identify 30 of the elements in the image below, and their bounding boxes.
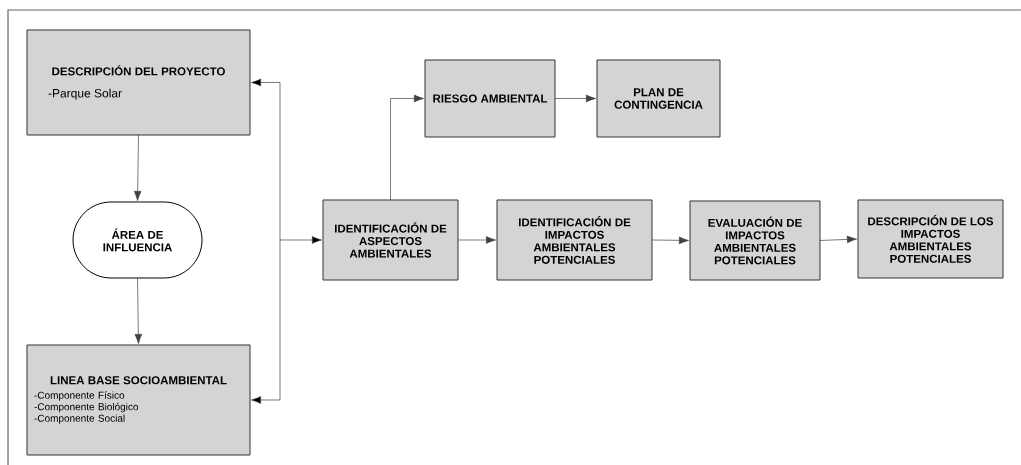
terminal-shape bbox=[72, 201, 203, 279]
arrow bbox=[133, 134, 142, 201]
list-item: -Componente Social bbox=[34, 414, 125, 424]
arrow bbox=[390, 94, 424, 201]
process-box bbox=[424, 59, 556, 138]
box-title: ÁREA DE INFLUENCIA bbox=[103, 228, 172, 252]
box-title: LINEA BASE SOCIOAMBIENTAL bbox=[50, 376, 227, 385]
box-title: DESCRIPCIÓN DE LOS IMPACTOS AMBIENTALES POTENCIALES bbox=[868, 215, 994, 263]
arrow bbox=[134, 277, 143, 344]
box-title: RIESGO AMBIENTAL bbox=[433, 94, 548, 103]
process-box bbox=[322, 199, 459, 281]
box-text: -Parque Solar bbox=[48, 88, 122, 100]
arrow bbox=[251, 78, 322, 404]
box-title: EVALUACIÓN DE IMPACTOS AMBIENTALES POTENCIALES bbox=[708, 216, 802, 265]
process-box bbox=[689, 200, 821, 281]
arrow bbox=[554, 94, 596, 103]
list-item: -Componente Físico bbox=[34, 391, 125, 401]
process-box bbox=[496, 199, 653, 281]
box-title: IDENTIFICACIÓN DE IMPACTOS AMBIENTALES POTENCIALES bbox=[519, 216, 631, 264]
arrow bbox=[651, 236, 689, 245]
process-box bbox=[857, 199, 1004, 279]
box-title: IDENTIFICACIÓN DE ASPECTOS AMBIENTALES bbox=[335, 222, 447, 258]
arrow bbox=[457, 236, 496, 244]
arrow bbox=[819, 235, 857, 244]
process-box bbox=[596, 59, 721, 138]
box-title: PLAN DE CONTINGENCIA bbox=[614, 88, 703, 109]
process-box bbox=[26, 344, 251, 456]
box-title: DESCRIPCIÓN DEL PROYECTO bbox=[52, 65, 225, 76]
list-item: -Componente Biológico bbox=[34, 402, 139, 413]
process-box bbox=[26, 29, 251, 136]
